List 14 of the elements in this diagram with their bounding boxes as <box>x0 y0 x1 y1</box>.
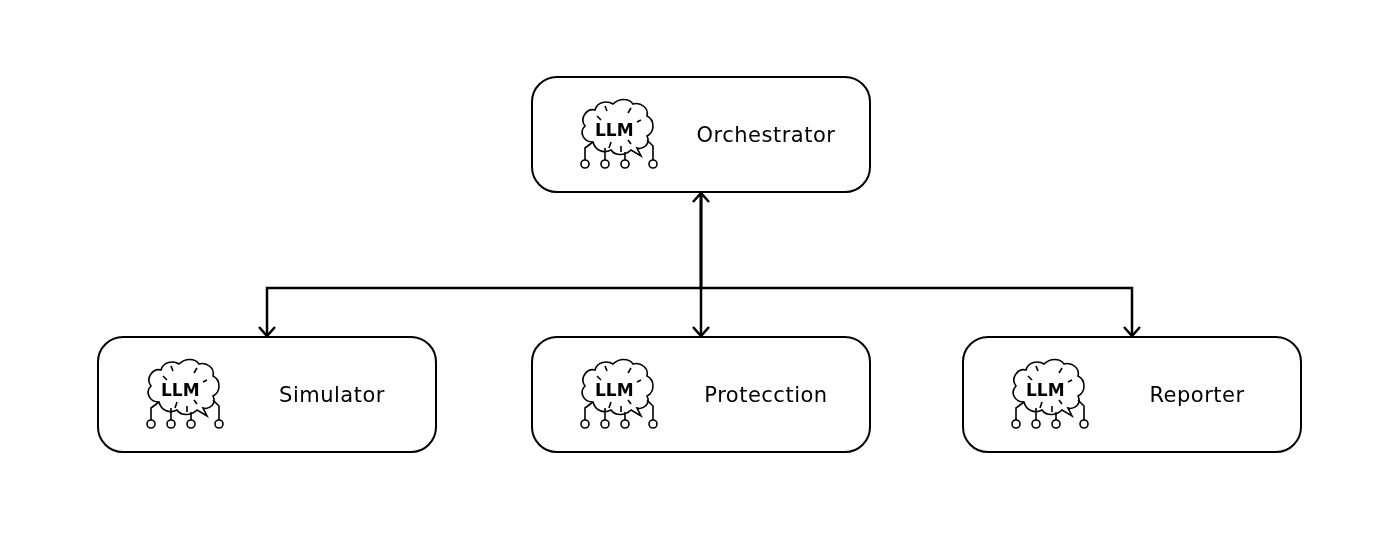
agent-box <box>531 76 871 193</box>
agent-name: Protecction <box>703 382 829 408</box>
agent-name: Orchestrator <box>695 122 837 148</box>
agent-name: Reporter <box>1148 382 1246 408</box>
agent-box <box>962 336 1302 453</box>
icon-label: LLM <box>1026 380 1065 400</box>
icon-label: LLM <box>161 380 200 400</box>
icon-label: LLM <box>595 120 634 140</box>
agent-box <box>531 336 871 453</box>
agent-box <box>97 336 437 453</box>
icon-label: LLM <box>595 380 634 400</box>
connector-arrow <box>699 193 1142 338</box>
agent-name: Simulator <box>278 382 386 408</box>
connector-arrow <box>691 191 711 338</box>
